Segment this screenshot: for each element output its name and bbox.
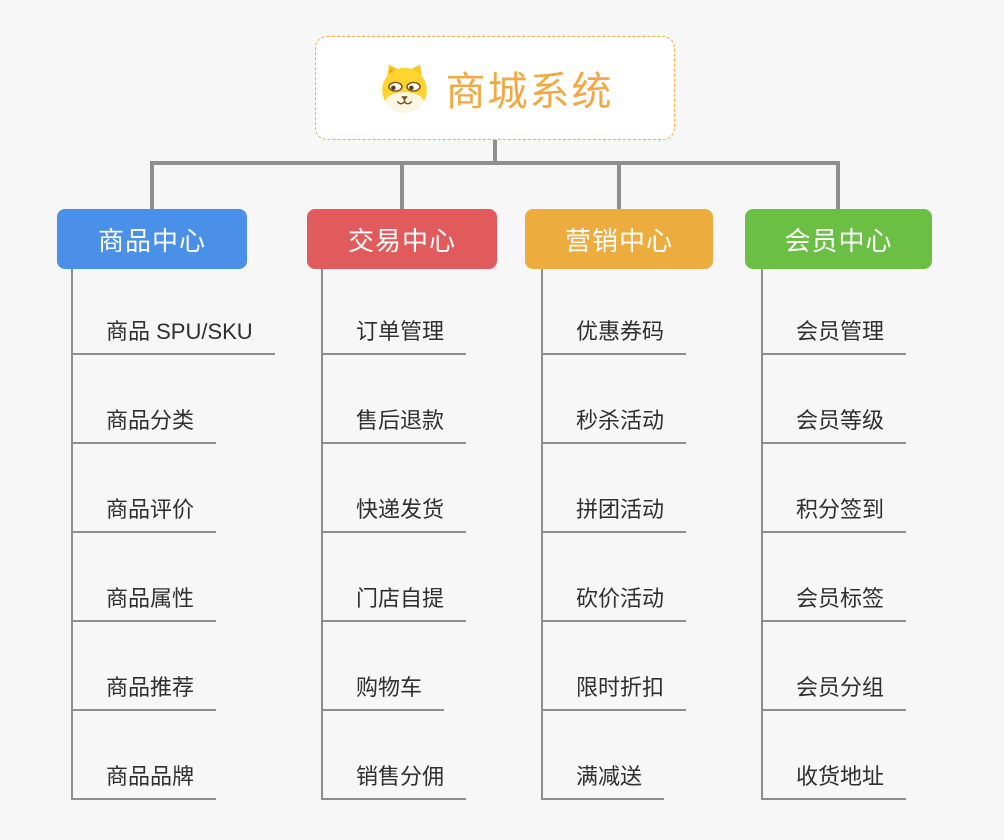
leaf-topic[interactable]: 收货地址 bbox=[763, 762, 907, 800]
leaf-topic[interactable]: 商品属性 bbox=[73, 584, 217, 622]
root-node[interactable]: 商城系统 bbox=[315, 36, 675, 140]
leaf-topic[interactable]: 快递发货 bbox=[323, 495, 467, 533]
branch-children-trade: 订单管理 售后退款 快递发货 门店自提 购物车 销售分佣 bbox=[321, 269, 561, 800]
leaf-topic[interactable]: 商品分类 bbox=[73, 406, 217, 444]
branch-children-member: 会员管理 会员等级 积分签到 会员标签 会员分组 收货地址 bbox=[761, 269, 1001, 800]
branch-node-product[interactable]: 商品中心 bbox=[57, 209, 247, 269]
leaf-topic[interactable]: 砍价活动 bbox=[543, 584, 687, 622]
branch-node-trade[interactable]: 交易中心 bbox=[307, 209, 497, 269]
leaf-topic[interactable]: 会员分组 bbox=[763, 673, 907, 711]
branch-children-marketing: 优惠券码 秒杀活动 拼团活动 砍价活动 限时折扣 满减送 bbox=[541, 269, 781, 800]
leaf-topic[interactable]: 限时折扣 bbox=[543, 673, 687, 711]
branch-node-marketing[interactable]: 营销中心 bbox=[525, 209, 713, 269]
leaf-topic[interactable]: 门店自提 bbox=[323, 584, 467, 622]
dog-face-icon bbox=[381, 63, 427, 113]
leaf-topic[interactable]: 会员标签 bbox=[763, 584, 907, 622]
leaf-topic[interactable]: 会员等级 bbox=[763, 406, 907, 444]
leaf-topic[interactable]: 售后退款 bbox=[323, 406, 467, 444]
branch-drop-connector bbox=[617, 161, 621, 209]
leaf-topic[interactable]: 购物车 bbox=[323, 673, 445, 711]
branch-drop-connector bbox=[400, 161, 404, 209]
leaf-topic[interactable]: 秒杀活动 bbox=[543, 406, 687, 444]
branch-drop-connector bbox=[836, 161, 840, 209]
root-stem-connector bbox=[493, 140, 497, 165]
leaf-topic[interactable]: 商品推荐 bbox=[73, 673, 217, 711]
branch-children-product: 商品 SPU/SKU 商品分类 商品评价 商品属性 商品推荐 商品品牌 bbox=[71, 269, 311, 800]
leaf-topic[interactable]: 优惠券码 bbox=[543, 317, 687, 355]
leaf-topic[interactable]: 商品 SPU/SKU bbox=[73, 317, 275, 355]
root-title: 商城系统 bbox=[445, 70, 614, 114]
leaf-topic[interactable]: 销售分佣 bbox=[323, 762, 467, 800]
leaf-topic[interactable]: 商品品牌 bbox=[73, 762, 217, 800]
horizontal-spine-connector bbox=[150, 161, 840, 165]
leaf-topic[interactable]: 会员管理 bbox=[763, 317, 907, 355]
branch-node-member[interactable]: 会员中心 bbox=[745, 209, 932, 269]
leaf-topic[interactable]: 拼团活动 bbox=[543, 495, 687, 533]
leaf-topic[interactable]: 商品评价 bbox=[73, 495, 217, 533]
leaf-topic[interactable]: 满减送 bbox=[543, 762, 665, 800]
leaf-topic[interactable]: 订单管理 bbox=[323, 317, 467, 355]
leaf-topic[interactable]: 积分签到 bbox=[763, 495, 907, 533]
branch-drop-connector bbox=[150, 161, 154, 209]
